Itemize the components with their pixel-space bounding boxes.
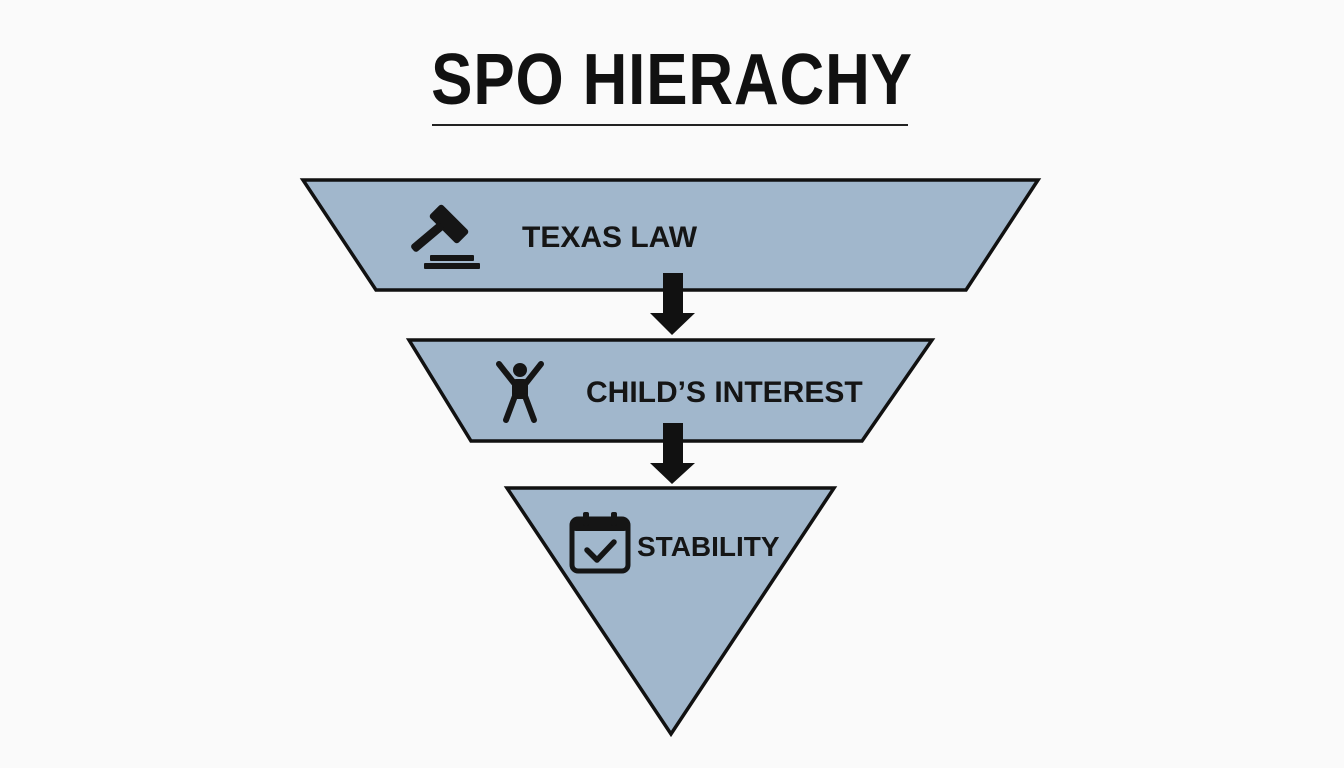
level-3-label: STABILITY: [637, 531, 780, 562]
arrow-down-icon: [650, 273, 695, 335]
level-stability: STABILITY: [503, 486, 838, 738]
child-icon: [496, 361, 544, 423]
level-3-band: [503, 486, 838, 738]
level-2-label: CHILD’S INTEREST: [586, 376, 863, 409]
title-underline: [432, 124, 908, 126]
level-texas-law: TEXAS LAW: [299, 178, 1042, 292]
level-1-band: [299, 178, 1042, 292]
level-1-label: TEXAS LAW: [522, 221, 698, 254]
level-childs-interest: CHILD’S INTEREST: [405, 338, 936, 443]
calendar-check-icon: [569, 512, 631, 574]
gavel-icon: [411, 204, 480, 269]
arrow-down-icon: [650, 423, 695, 484]
page-title: SPO HIERACHY: [431, 40, 913, 120]
